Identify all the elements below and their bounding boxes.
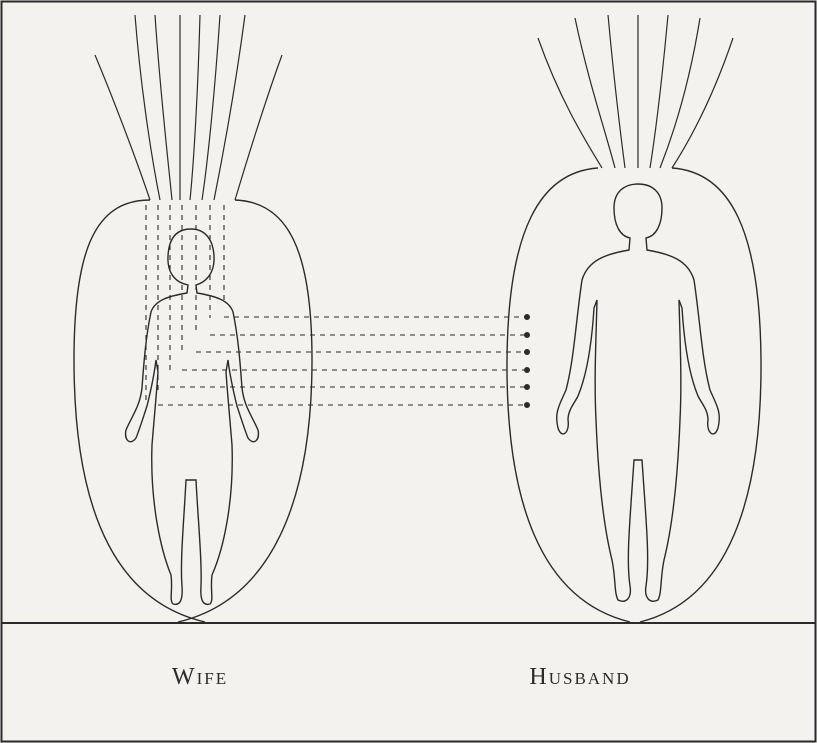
connection-dot xyxy=(524,384,530,390)
connection-dot xyxy=(524,332,530,338)
husband-aura-left xyxy=(507,168,630,622)
wife-aura-left xyxy=(74,200,205,622)
wife-aura-right xyxy=(178,200,312,622)
connection-dot xyxy=(524,402,530,408)
wife-group xyxy=(74,15,312,622)
wife-aura xyxy=(74,200,312,622)
husband-group xyxy=(507,15,761,622)
wife-label: Wife xyxy=(50,664,350,691)
connection-dot xyxy=(524,349,530,355)
husband-aura-right xyxy=(640,168,761,622)
husband-label: Husband xyxy=(430,664,730,691)
husband-body xyxy=(557,184,720,601)
husband-aura xyxy=(507,168,761,622)
husband-silhouette xyxy=(557,184,720,601)
husband-rays xyxy=(538,15,733,168)
connection-dot xyxy=(524,314,530,320)
connection-dot xyxy=(524,367,530,373)
wife-rays xyxy=(95,15,282,200)
connections xyxy=(158,314,530,408)
